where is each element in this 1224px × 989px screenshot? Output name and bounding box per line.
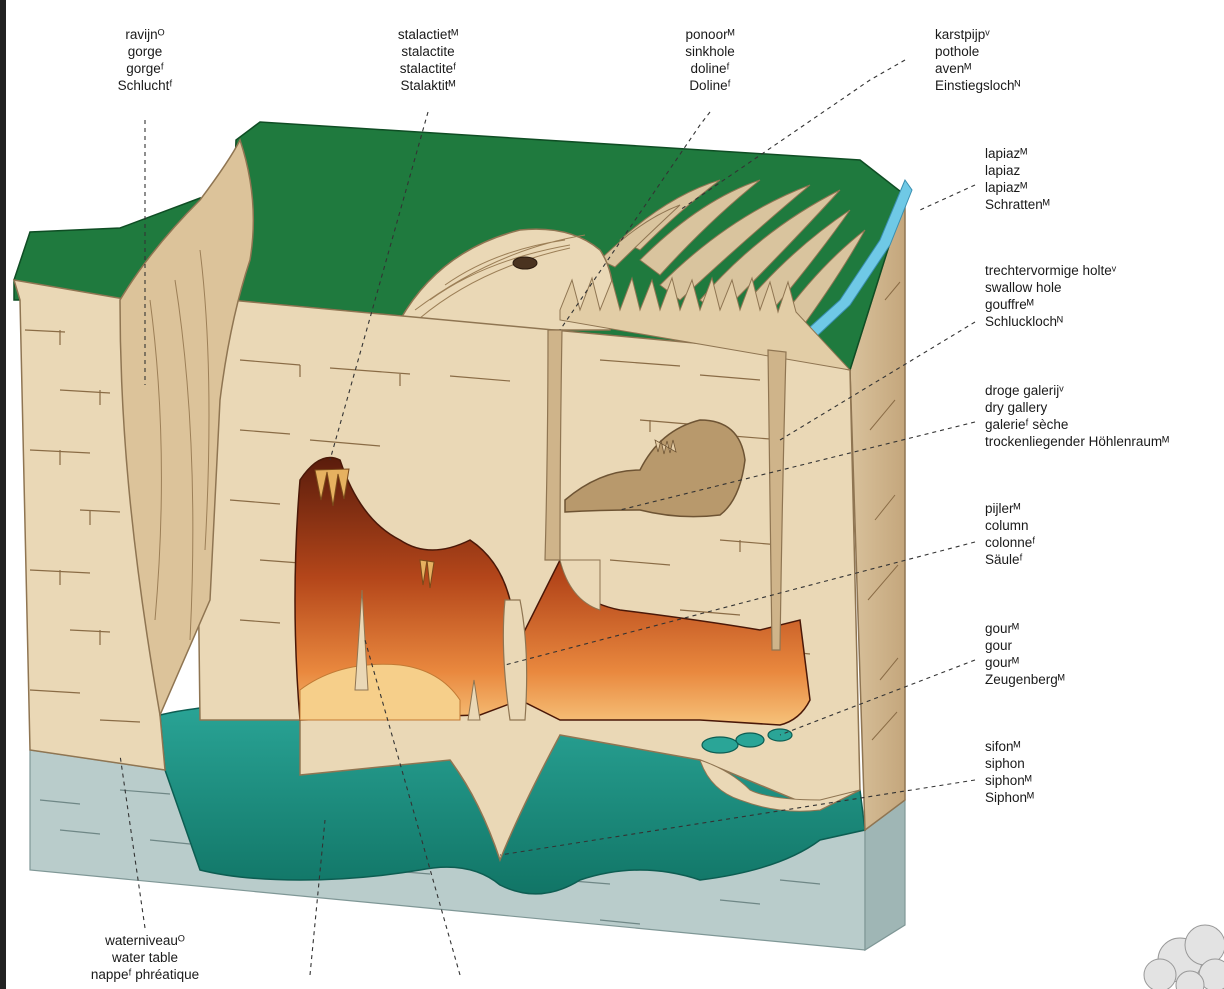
sinkhole-opening	[513, 257, 537, 269]
sinkhole-shaft	[545, 330, 562, 560]
rock-pile-decoration	[1144, 925, 1224, 989]
